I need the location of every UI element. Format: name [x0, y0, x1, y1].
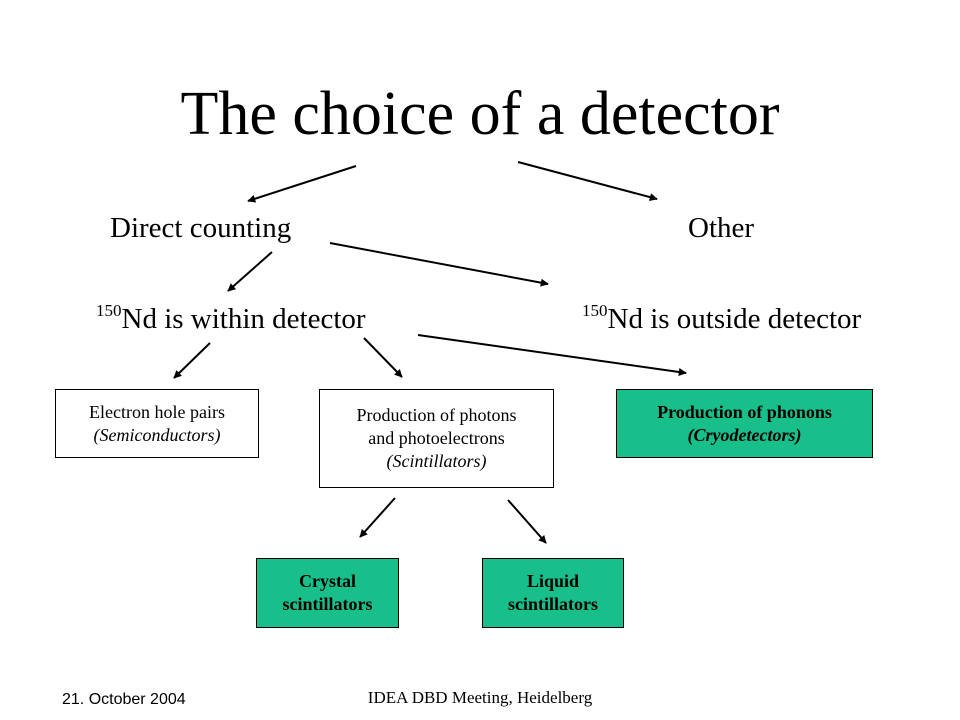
arrow-direct-to-within: [227, 251, 273, 292]
direct-counting-label: Direct counting: [110, 212, 292, 244]
box-line: Electron hole pairs: [89, 401, 225, 422]
box-line: Crystal: [299, 571, 356, 591]
box-line-italic: (Semiconductors): [93, 424, 221, 445]
production-of-phonons-box: Production of phonons (Cryodetectors): [616, 389, 873, 458]
production-of-photons-box: Production of photons and photoelectrons…: [319, 389, 554, 488]
box-line: scintillators: [508, 594, 598, 614]
other-label: Other: [688, 212, 755, 244]
isotope-mass-number: 150: [582, 301, 608, 320]
arrow-title-to-other: [517, 161, 658, 202]
box-line: Liquid: [526, 571, 580, 591]
nd-outside-detector-label: 150Nd is outside detector: [582, 301, 862, 340]
box-line: Production of photons: [356, 405, 517, 425]
arrow-photons-to-crystal: [359, 497, 396, 538]
box-line: scintillators: [282, 594, 373, 614]
electron-hole-pairs-box: Electron hole pairs (Semiconductors): [55, 389, 259, 458]
slide-title: The choice of a detector: [180, 80, 780, 148]
nd-within-detector-label: 150Nd is within detector: [96, 301, 366, 340]
box-line-italic: (Cryodetectors): [687, 424, 802, 445]
arrow-within-to-photons: [363, 337, 403, 378]
liquid-scintillators-box: Liquid scintillators: [482, 558, 624, 628]
arrow-direct-to-outside: [329, 242, 549, 287]
arrow-photons-to-liquid: [507, 499, 547, 544]
crystal-scintillators-box: Crystal scintillators: [256, 558, 399, 628]
nd-outside-text: Nd is outside detector: [607, 303, 862, 335]
arrow-within-to-phonons: [417, 334, 687, 376]
isotope-mass-number: 150: [96, 301, 122, 320]
nd-within-text: Nd is within detector: [121, 303, 366, 335]
box-line-italic: (Scintillators): [386, 451, 487, 471]
arrow-within-to-electron-hole: [173, 342, 211, 379]
box-line: and photoelectrons: [368, 428, 505, 448]
arrow-title-to-direct: [247, 165, 357, 203]
box-line: Production of phonons: [657, 401, 832, 422]
footer-date: 21. October 2004: [62, 691, 186, 708]
footer-meeting: IDEA DBD Meeting, Heidelberg: [367, 688, 593, 707]
